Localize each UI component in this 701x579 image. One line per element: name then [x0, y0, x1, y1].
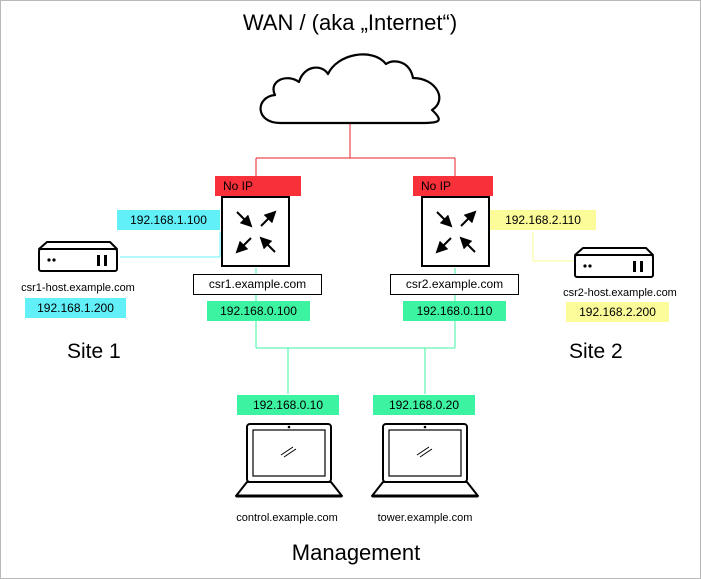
router2-lan-ip: 192.168.2.110 [490, 210, 596, 230]
site1-label: Site 1 [67, 340, 121, 363]
wan-title: WAN / (aka „Internet“) [242, 10, 458, 35]
site2-links [532, 232, 574, 262]
host2-ip: 192.168.2.200 [566, 302, 669, 322]
server-icon [574, 247, 654, 278]
router-icon [221, 196, 290, 267]
laptop-icon [371, 423, 479, 498]
laptop2-ip: 192.168.0.20 [373, 395, 475, 415]
host1-hostname: csr1-host.example.com [21, 282, 135, 294]
laptop2-hostname: tower.example.com [377, 512, 473, 524]
router2-mgmt-ip: 192.168.0.110 [403, 301, 506, 321]
server-icon [38, 241, 118, 272]
site2-label: Site 2 [569, 340, 623, 363]
wan-links [255, 124, 456, 176]
site1-links [120, 232, 221, 258]
router1-lan-ip: 192.168.1.100 [117, 210, 220, 230]
router1-hostname: csr1.example.com [193, 274, 322, 295]
host2-hostname: csr2-host.example.com [563, 287, 677, 299]
laptop1-ip: 192.168.0.10 [237, 395, 339, 415]
laptop1-hostname: control.example.com [236, 512, 338, 524]
router2-hostname: csr2.example.com [390, 274, 519, 295]
cloud-icon [259, 53, 441, 125]
router-icon [421, 196, 490, 267]
host1-ip: 192.168.1.200 [25, 298, 126, 318]
management-label: Management [291, 540, 421, 565]
router1-wan-label: No IP [215, 176, 301, 196]
router1-mgmt-ip: 192.168.0.100 [207, 301, 310, 321]
laptop-icon [235, 423, 343, 498]
router2-wan-label: No IP [413, 176, 493, 196]
